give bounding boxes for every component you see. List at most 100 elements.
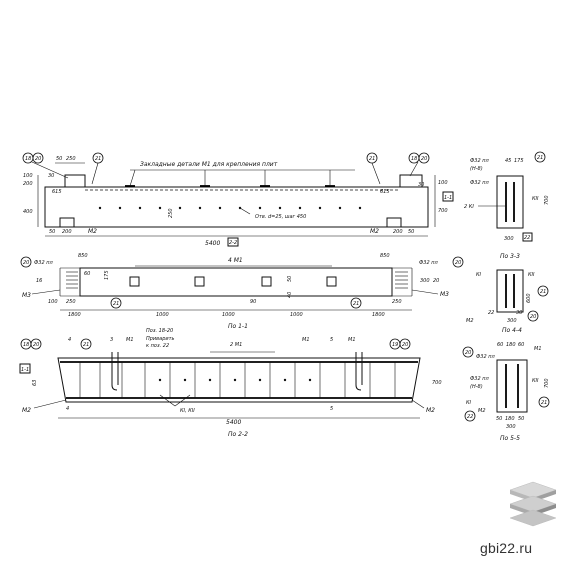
- hole-mark: [118, 206, 122, 210]
- pos-circle: [537, 285, 549, 297]
- hole-mark: [208, 378, 212, 382]
- dim-label: 700: [544, 195, 550, 205]
- cage-label: 2 КI: [464, 204, 474, 210]
- pos-circle: [527, 310, 539, 322]
- m1-plate: [326, 276, 337, 287]
- sheet-mark-box: [442, 191, 454, 202]
- pos-label: 21: [540, 289, 546, 295]
- top-left-ledge: [64, 174, 86, 188]
- hole-mark: [233, 378, 237, 382]
- beam-top-outline: [44, 186, 429, 228]
- m2-label: М2: [426, 407, 435, 414]
- pos-label: 22: [467, 414, 473, 420]
- pos-label: 21: [113, 301, 119, 307]
- pos-circle: [32, 152, 44, 164]
- sheet-mark-box: [19, 363, 31, 374]
- leader-line: [33, 399, 67, 409]
- site-url[interactable]: gbi22.ru: [480, 540, 533, 556]
- bar-label: Ф32 пл: [476, 354, 496, 360]
- hole-mark: [308, 378, 312, 382]
- section-label: 5: [330, 406, 333, 412]
- hole-mark: [283, 378, 287, 382]
- dim-label: 22: [488, 310, 494, 316]
- view-caption: По 1-1: [228, 323, 248, 330]
- dim-label: 100: [48, 299, 58, 305]
- dim-label: 700: [438, 208, 448, 214]
- dim-label: 40: [287, 292, 293, 298]
- m1-label: М1: [348, 337, 356, 343]
- section-outline: [496, 359, 528, 413]
- m1-label: М1: [302, 337, 310, 343]
- dim-label: 250: [168, 208, 174, 218]
- dim-label: 5400: [205, 240, 220, 247]
- section-outline: [496, 175, 524, 229]
- dim-label: 300: [507, 318, 517, 324]
- dim-label: 180: [505, 416, 515, 422]
- leader-line: [31, 289, 61, 295]
- bottom-pad-left: [59, 217, 75, 228]
- right-end-bars: [395, 271, 408, 289]
- pos-label: 20: [35, 156, 41, 162]
- hole-mark: [278, 206, 282, 210]
- pos-circle: [399, 338, 411, 350]
- dim-label: 250: [392, 299, 402, 305]
- sheet-mark-box: [522, 232, 533, 242]
- section-3-3: 21 Ф32 пл (Н-8) Ф32 пл 2 КI КII 45 175 7…: [464, 151, 550, 260]
- leader-line: [159, 394, 176, 407]
- leader-line: [411, 399, 425, 409]
- pos-label: 20: [23, 260, 29, 266]
- leader-line: [371, 162, 381, 185]
- hole-mark: [298, 206, 302, 210]
- bar-label: Ф32 пл: [34, 260, 54, 266]
- view-caption: По 5-5: [500, 435, 520, 442]
- hole-mark: [218, 206, 222, 210]
- dim-label: 250: [66, 299, 76, 305]
- pos-circle: [110, 297, 122, 309]
- embedded-parts-caption: Закладные детали М1 для крепления плит: [140, 161, 278, 168]
- dim-label: 1800: [372, 312, 385, 318]
- hole-mark: [183, 378, 187, 382]
- pos-label: 20: [402, 342, 408, 348]
- dim-label: 300: [504, 236, 514, 242]
- hooked-bar: [111, 352, 118, 391]
- pos-label: 20: [465, 350, 471, 356]
- pos-circle: [462, 346, 474, 358]
- section-label: 3: [110, 337, 113, 343]
- pos-circle: [30, 338, 42, 350]
- cage-label: КI, КII: [180, 408, 195, 414]
- section-4-4: КI КII 21 20 М2 600 22 300 30 По 4-4: [466, 269, 549, 334]
- sheet-mark: 1-1: [444, 195, 452, 201]
- dim-label: 50: [408, 229, 414, 235]
- m2-label: М2: [478, 408, 486, 414]
- leader-line: [31, 161, 69, 179]
- dim-label: 20: [433, 278, 439, 284]
- leader-line: [411, 289, 439, 295]
- dim-label: 400: [23, 209, 33, 215]
- hole-mark: [198, 206, 202, 210]
- cage-label: КI: [476, 272, 482, 278]
- sheet-mark: 22: [524, 235, 530, 241]
- m1-count-label: 4 М1: [228, 257, 243, 264]
- dim-label: 700: [432, 380, 442, 386]
- note-label: Поз. 18-20: [146, 328, 173, 334]
- dim-label: 615: [380, 189, 390, 195]
- top-right-ledge: [399, 174, 423, 188]
- pos-label: 18: [23, 342, 29, 348]
- hole-mark: [318, 206, 322, 210]
- bar-label: Ф32 пл: [470, 180, 490, 186]
- cage-label: КII: [532, 378, 539, 384]
- dim-label: 60: [518, 342, 524, 348]
- dim-label: 50: [496, 416, 502, 422]
- dim-label: 100: [23, 173, 33, 179]
- bar-label: Ф32 пл: [470, 376, 490, 382]
- m2-label: М2: [88, 228, 97, 235]
- m3-label: М3: [22, 292, 31, 299]
- section-label: 4: [68, 337, 71, 343]
- dim-label: 850: [380, 253, 390, 259]
- pos-label: 19: [392, 342, 398, 348]
- pos-circle: [20, 256, 32, 268]
- bar-label: (Н-8): [470, 384, 483, 390]
- m1-label: М1: [126, 337, 134, 343]
